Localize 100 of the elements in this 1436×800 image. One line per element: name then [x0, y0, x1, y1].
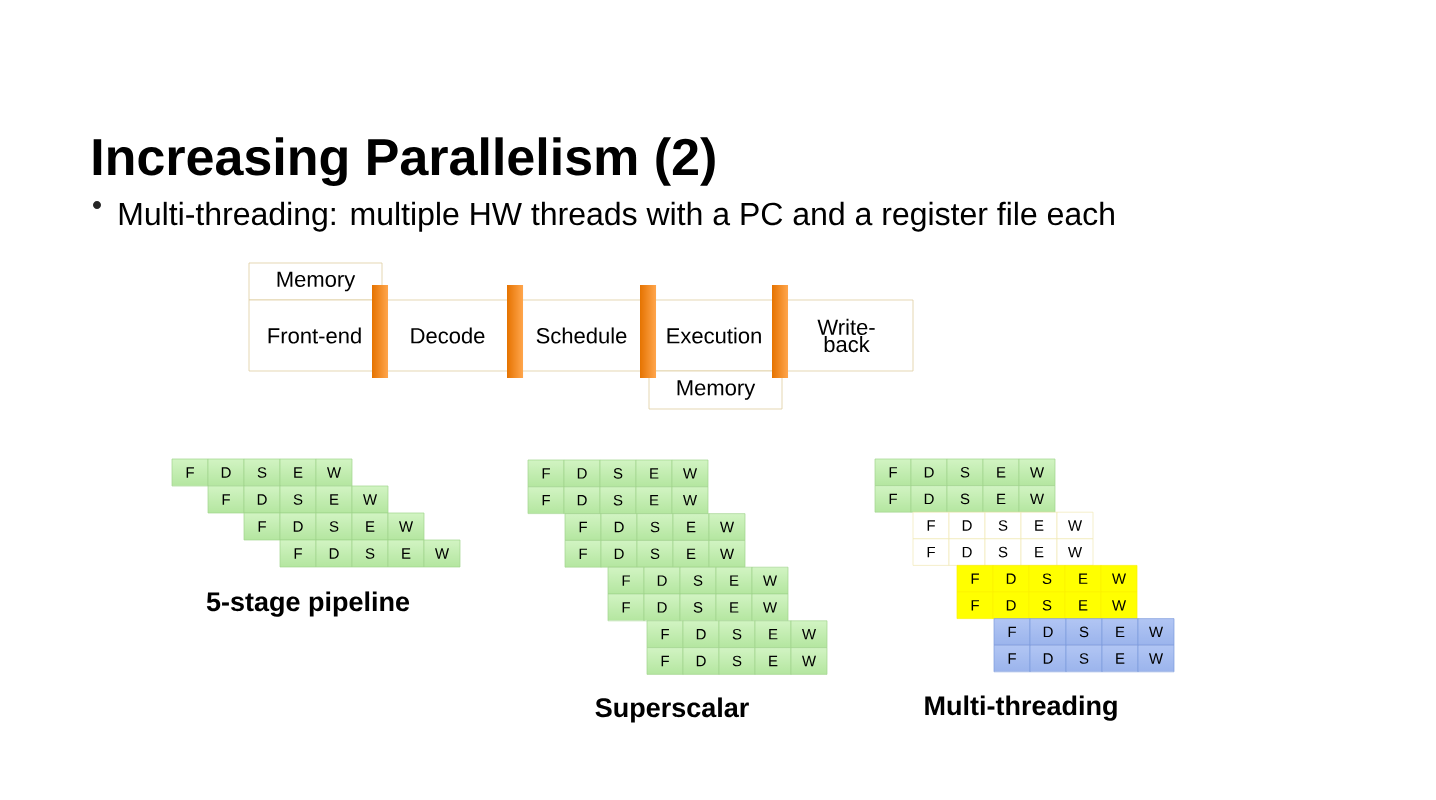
stage-cell: E	[1064, 591, 1102, 619]
stage-cell: D	[682, 647, 720, 675]
stage-cell: S	[679, 566, 717, 595]
stage-cell: W	[1056, 538, 1094, 566]
stage-cell: F	[564, 513, 602, 541]
stage-cell: S	[946, 458, 984, 486]
stage-cell: S	[315, 512, 353, 541]
stage-cell: W	[1100, 565, 1138, 593]
diagram-caption: 5-stage pipeline	[206, 591, 410, 617]
stage-cell: D	[643, 566, 681, 595]
stage-cell: S	[1065, 618, 1103, 646]
stage-cell: F	[243, 512, 281, 541]
stage-cell: E	[672, 513, 710, 541]
stage-cell: E	[635, 459, 673, 488]
stage-cell: D	[315, 539, 353, 568]
stage-cell: W	[351, 485, 389, 514]
stage-cell: E	[754, 647, 792, 675]
stage-cell: E	[672, 540, 710, 568]
stage-box: Front-end	[248, 299, 381, 372]
stage-cell: F	[171, 458, 209, 487]
stage-cell: W	[423, 539, 461, 568]
stage-cell: E	[715, 593, 753, 622]
stage-cell: F	[646, 647, 684, 675]
stage-cell: D	[948, 538, 986, 566]
stage-cell: D	[207, 458, 245, 487]
stage-cell: F	[279, 539, 317, 568]
stage-cell: S	[599, 459, 637, 488]
stage-cell: W	[1137, 644, 1175, 673]
stage-cell: W	[708, 540, 746, 568]
stage-cell: D	[948, 511, 986, 540]
stage-cell: E	[351, 512, 389, 541]
stage-cell: F	[207, 485, 245, 514]
stage-cell: F	[646, 620, 684, 648]
stage-cell: D	[243, 485, 281, 514]
stage-cell: E	[982, 458, 1020, 486]
memory-box: Memory	[648, 370, 783, 410]
stage-cell: F	[607, 593, 645, 622]
stage-cell: S	[599, 486, 637, 514]
stage-cell: S	[1065, 644, 1103, 673]
stage-cell: W	[751, 566, 789, 595]
stage-cell: E	[315, 485, 353, 514]
stage-cell: W	[315, 458, 353, 487]
stage-cell: D	[279, 512, 317, 541]
stage-cell: E	[1101, 618, 1139, 646]
stage-cell: W	[790, 620, 828, 648]
bullet-text: Multi-threading: multiple HW threads with a PC and a register file each	[119, 201, 1114, 232]
diagram-caption: Multi-threading	[925, 695, 1117, 721]
stage-cell: D	[1029, 618, 1067, 646]
stage-cell: S	[636, 513, 674, 541]
stage-cell: F	[874, 458, 912, 486]
stage-cell: S	[351, 539, 389, 568]
stage-cell: E	[1020, 538, 1058, 566]
stage-cell: F	[956, 591, 994, 619]
stage-cell: W	[671, 459, 709, 488]
stage-cell: F	[607, 566, 645, 595]
stage-cell: W	[387, 512, 425, 541]
stage-cell: D	[992, 591, 1030, 619]
stage-cell: S	[984, 538, 1022, 566]
stage-cell: W	[1100, 591, 1138, 619]
stage-cell: S	[679, 593, 717, 622]
stage-cell: W	[1056, 511, 1094, 540]
stage-cell: E	[1020, 511, 1058, 540]
stage-cell: E	[635, 486, 673, 514]
stage-cell: D	[600, 513, 638, 541]
stage-cell: D	[643, 593, 681, 622]
stage-cell: S	[636, 540, 674, 568]
stage-cell: F	[527, 459, 565, 488]
diagram-caption: Superscalar	[595, 697, 749, 723]
stage-cell: D	[992, 565, 1030, 593]
stage-cell: S	[984, 511, 1022, 540]
stage-cell: F	[564, 540, 602, 568]
stage-cell: F	[993, 644, 1031, 673]
stage-cell: D	[563, 486, 601, 514]
stage-cell: F	[527, 486, 565, 514]
stage-cell: F	[956, 565, 994, 593]
stage-cell: S	[946, 485, 984, 513]
stage-cell: F	[993, 618, 1031, 646]
stage-cell: E	[387, 539, 425, 568]
stage-cell: E	[279, 458, 317, 487]
stage-box: Write-back	[779, 299, 914, 372]
stage-cell: D	[1029, 644, 1067, 673]
stage-cell: D	[600, 540, 638, 568]
stage-cell: S	[1028, 591, 1066, 619]
stage-cell: S	[718, 647, 756, 675]
stage-cell: W	[708, 513, 746, 541]
stage-cell: D	[563, 459, 601, 488]
stage-cell: E	[982, 485, 1020, 513]
stage-cell: D	[910, 485, 948, 513]
stage-cell: E	[1101, 644, 1139, 673]
stage-cell: E	[754, 620, 792, 648]
stage-cell: F	[874, 485, 912, 513]
stage-cell: F	[912, 511, 950, 540]
stage-cell: W	[1137, 618, 1175, 646]
stage-cell: W	[1018, 458, 1056, 486]
memory-box: Memory	[248, 262, 383, 301]
stage-cell: W	[790, 647, 828, 675]
stage-cell: S	[718, 620, 756, 648]
stage-cell: S	[279, 485, 317, 514]
stage-cell: S	[243, 458, 281, 487]
stage-cell: D	[910, 458, 948, 486]
